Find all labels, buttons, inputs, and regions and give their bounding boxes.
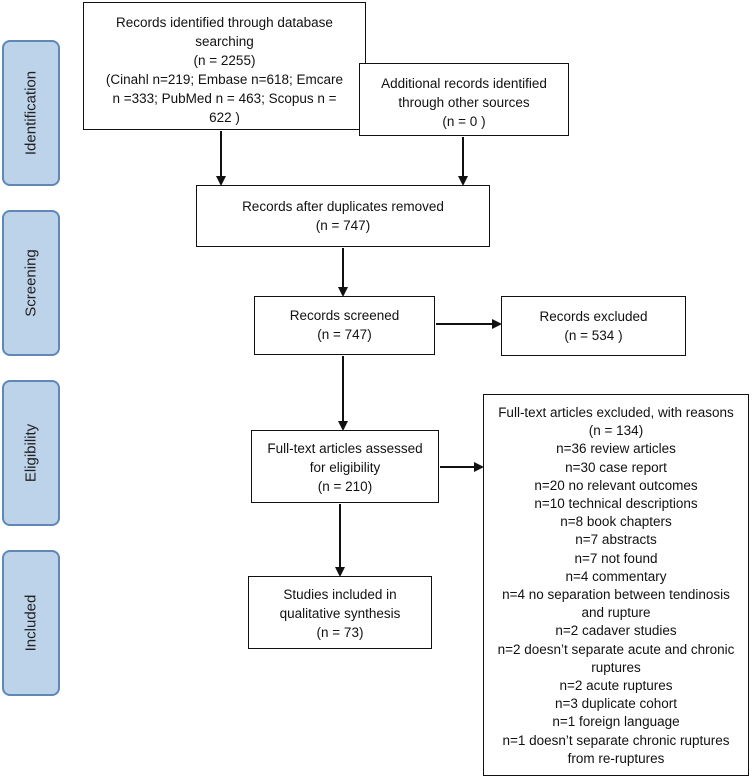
box-line: n=36 review articles (556, 441, 676, 457)
stage-eligibility: Eligibility (2, 380, 60, 526)
box-line: n=1 doesn’t separate chronic ruptures (502, 732, 730, 748)
box-line: through other sources (398, 95, 530, 110)
box-line: (n = 747) (315, 218, 371, 233)
stage-included: Included (2, 550, 60, 696)
box-line: n=10 technical descriptions (534, 496, 698, 512)
box-line: n=7 abstracts (575, 532, 657, 548)
box-line: n=4 no separation between tendinosis (502, 587, 730, 603)
database-records-box: Records identified through database sear… (83, 2, 366, 130)
box-line: Additional records identified (381, 76, 547, 91)
box-line: n=2 doesn’t separate acute and chronic (497, 641, 735, 657)
other-sources-box: Additional records identified through ot… (359, 63, 569, 136)
fulltext-excluded-box: Full-text articles excluded, with reason… (483, 394, 749, 776)
fulltext-assessed-box: Full-text articles assessed for eligibil… (251, 430, 439, 503)
box-line: (n = 534 ) (564, 328, 623, 343)
box-line: ruptures (591, 659, 641, 675)
box-line: for eligibility (309, 460, 381, 475)
box-line: Records identified through database (116, 15, 333, 30)
box-line: n=20 no relevant outcomes (534, 477, 698, 493)
box-line: searching (195, 34, 254, 49)
box-line: n=7 not found (574, 550, 658, 566)
records-excluded-box: Records excluded (n = 534 ) (501, 296, 686, 356)
box-line: and rupture (581, 605, 651, 621)
box-line: qualitative synthesis (279, 606, 401, 621)
box-line: Records screened (289, 308, 400, 323)
box-line: n =333; PubMed n = 463; Scopus n = (112, 91, 337, 106)
box-line: n=1 foreign language (552, 714, 680, 730)
box-line: Records after duplicates removed (242, 199, 444, 214)
box-line: Full-text articles excluded, with reason… (498, 405, 734, 420)
stage-identification: Identification (2, 40, 60, 186)
records-screened-box: Records screened (n = 747) (254, 296, 435, 355)
box-line: n=8 book chapters (560, 514, 672, 530)
box-line: (n = 134) (588, 423, 644, 439)
box-line: n=3 duplicate cohort (555, 696, 677, 712)
duplicates-removed-box: Records after duplicates removed (n = 74… (196, 185, 490, 247)
box-line: n=2 cadaver studies (555, 623, 677, 639)
box-line: n=4 commentary (565, 568, 667, 584)
box-line: n=30 case report (565, 459, 667, 475)
studies-included-box: Studies included in qualitative synthesi… (248, 576, 432, 649)
box-line: n=2 acute ruptures (559, 678, 673, 694)
box-line: (Cinahl n=219; Embase n=618; Emcare (105, 72, 344, 87)
box-line: Studies included in (283, 587, 397, 602)
box-line: (n = 0 ) (442, 114, 486, 129)
box-line: (n = 2255) (193, 53, 256, 68)
box-line: (n = 210) (317, 479, 373, 494)
box-line: Records excluded (539, 309, 648, 324)
box-line: (n = 73) (316, 625, 364, 640)
box-line: Full-text articles assessed (267, 441, 423, 456)
box-line: (n = 747) (317, 327, 372, 342)
box-line: 622 ) (209, 110, 240, 125)
stage-screening: Screening (2, 210, 60, 356)
box-line: from re-ruptures (567, 750, 665, 766)
